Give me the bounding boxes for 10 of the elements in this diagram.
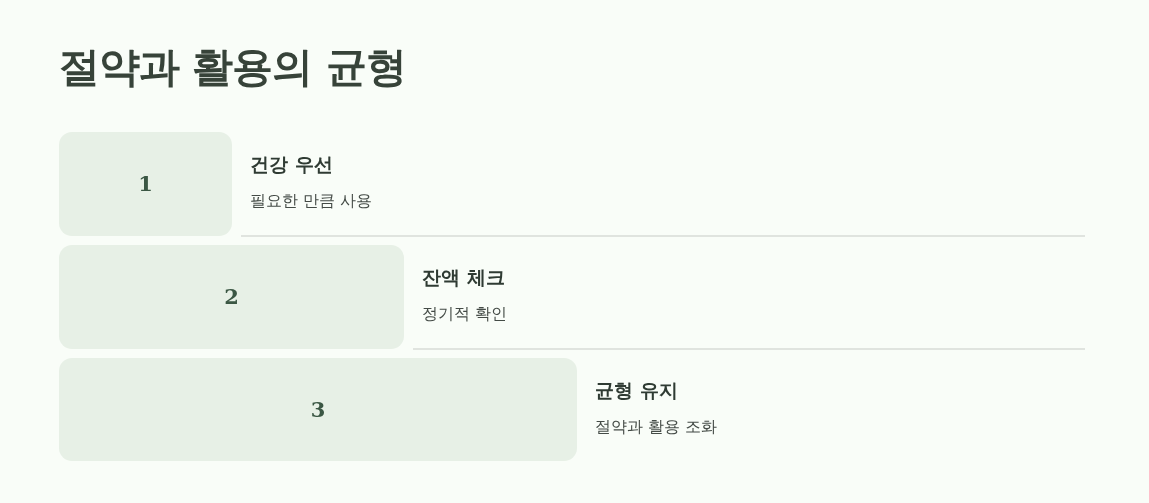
step-number: 3	[310, 396, 326, 423]
step-number: 2	[224, 284, 239, 310]
step-number: 1	[138, 171, 153, 197]
title: 절약과 활용의 균형	[59, 42, 406, 93]
step-heading: 잔액 체크	[422, 265, 505, 290]
step-description: 필요한 만큼 사용	[250, 190, 373, 212]
step-description: 정기적 확인	[422, 303, 508, 325]
step-heading: 균형 유지	[595, 378, 678, 403]
step-heading: 건강 우선	[250, 152, 333, 177]
step-description: 절약과 활용 조화	[595, 416, 718, 438]
